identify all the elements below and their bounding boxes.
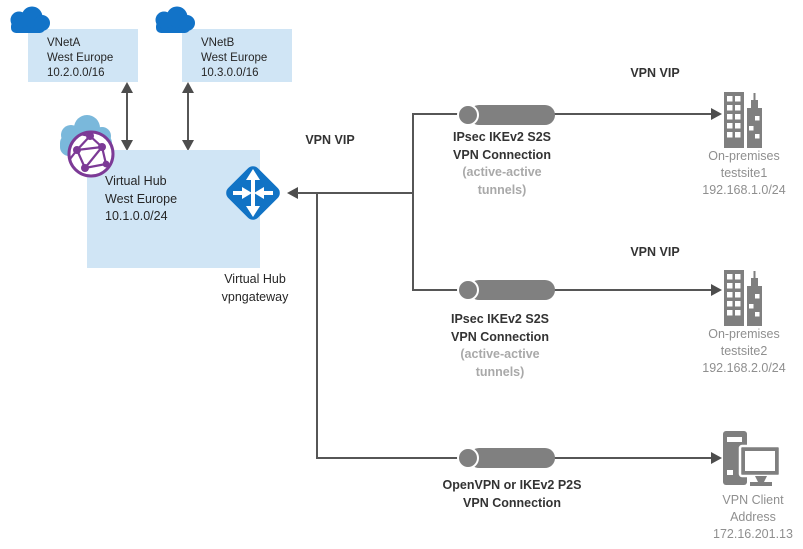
s2s-2-connection-label: IPsec IKEv2 S2S VPN Connection (active-a… xyxy=(411,311,589,381)
hub-region: West Europe xyxy=(105,191,178,206)
edge-s2s-1 xyxy=(412,113,712,115)
client-label-line2: Address xyxy=(730,510,776,524)
edge-p2s-vertical xyxy=(316,192,318,458)
connection-note-line1: (active-active xyxy=(462,165,542,179)
connection-note-line2: tunnels) xyxy=(475,364,525,379)
site2-cidr: 192.168.2.0/24 xyxy=(702,361,786,375)
tunnel-cap xyxy=(457,447,479,469)
pc-client-icon xyxy=(723,431,782,486)
gateway-label-line2: vpngateway xyxy=(221,289,289,304)
virtual-hub-box: Virtual Hub West Europe 10.1.0.0/24 xyxy=(87,150,260,268)
site1-name: testsite1 xyxy=(720,166,768,180)
arrowhead-right-icon xyxy=(711,284,722,296)
edge-vneta-hub xyxy=(126,92,128,140)
vnet-a-cloud-icon xyxy=(10,6,50,33)
arrowhead-down-icon xyxy=(121,140,133,151)
hub-name: Virtual Hub xyxy=(105,174,167,188)
tunnel-body xyxy=(469,105,555,125)
connection-title-line1: IPsec IKEv2 S2S xyxy=(453,130,551,144)
vpn-vip-label-hub: VPN VIP xyxy=(305,133,355,147)
tunnel-body xyxy=(469,448,555,468)
tunnel-body xyxy=(469,280,555,300)
vnet-a-cidr: 10.2.0.0/16 xyxy=(47,67,105,79)
tunnel-icon-p2s xyxy=(457,447,555,469)
arrowhead-right-icon xyxy=(711,108,722,120)
vpn-vip-label-site2: VPN VIP xyxy=(630,245,680,259)
tunnel-icon-s2s-1 xyxy=(457,104,555,126)
edge-s2s-vertical xyxy=(412,113,414,291)
vnet-b-cloud-icon xyxy=(155,6,195,33)
arrowhead-up-icon xyxy=(121,82,133,93)
tunnel-cap xyxy=(457,279,479,301)
site1-label: On-premises testsite1 192.168.1.0/24 xyxy=(684,148,803,199)
arrowhead-up-icon xyxy=(182,82,194,93)
arrowhead-down-icon xyxy=(182,140,194,151)
virtual-wan-cloud-icon xyxy=(60,115,115,178)
vnet-b-cidr: 10.3.0.0/16 xyxy=(201,67,259,79)
building-icon-testsite2 xyxy=(724,270,762,326)
site2-name: testsite2 xyxy=(720,344,768,358)
vnet-a-name: VNetA xyxy=(47,37,81,49)
arrowhead-right-icon xyxy=(711,452,722,464)
gateway-label-line1: Virtual Hub xyxy=(224,272,286,286)
connection-title-line2: VPN Connection xyxy=(451,329,549,344)
vpn-client-label: VPN Client Address 172.16.201.13 xyxy=(693,492,803,543)
building-icon-testsite1 xyxy=(724,92,762,148)
connection-title-line2: VPN Connection xyxy=(453,147,551,162)
p2s-connection-label: OpenVPN or IKEv2 P2S VPN Connection xyxy=(412,477,612,512)
connection-note-line1: (active-active xyxy=(460,347,540,361)
gateway-label: Virtual Hub vpngateway xyxy=(193,271,317,306)
vnet-b-region: West Europe xyxy=(201,52,268,64)
vnet-b-name: VNetB xyxy=(201,37,235,49)
hub-cidr: 10.1.0.0/24 xyxy=(105,209,168,223)
site2-label: On-premises testsite2 192.168.2.0/24 xyxy=(684,326,803,377)
client-label-line1: VPN Client xyxy=(722,493,784,507)
edge-gateway-trunk xyxy=(297,192,413,194)
connection-title-line1: OpenVPN or IKEv2 P2S xyxy=(442,478,582,492)
site1-cidr: 192.168.1.0/24 xyxy=(702,183,786,197)
connection-note-line2: tunnels) xyxy=(477,182,527,197)
edge-vnetb-hub xyxy=(187,92,189,140)
vnet-b-box: VNetB West Europe 10.3.0.0/16 xyxy=(182,29,292,82)
vpn-vip-label-site1: VPN VIP xyxy=(630,66,680,80)
connection-title-line1: IPsec IKEv2 S2S xyxy=(451,312,549,326)
s2s-1-connection-label: IPsec IKEv2 S2S VPN Connection (active-a… xyxy=(413,129,591,199)
vnet-a-region: West Europe xyxy=(47,52,114,64)
arrowhead-left-icon xyxy=(287,187,298,199)
connection-title-line2: VPN Connection xyxy=(463,495,561,510)
tunnel-icon-s2s-2 xyxy=(457,279,555,301)
edge-s2s-2 xyxy=(412,289,712,291)
site1-type: On-premises xyxy=(708,149,780,163)
site2-type: On-premises xyxy=(708,327,780,341)
vpn-gateway-router-icon xyxy=(226,166,280,220)
client-ip: 172.16.201.13 xyxy=(713,527,793,541)
vnet-a-box: VNetA West Europe 10.2.0.0/16 xyxy=(28,29,138,82)
tunnel-cap xyxy=(457,104,479,126)
